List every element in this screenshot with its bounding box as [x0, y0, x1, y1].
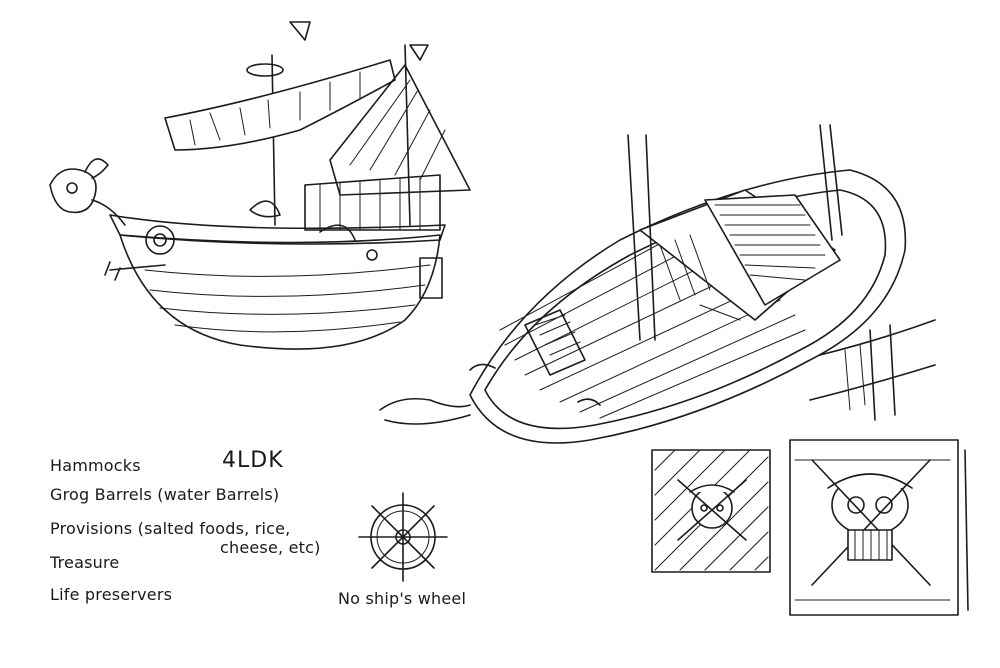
note-provisions-line2: cheese, etc)	[220, 538, 321, 557]
note-hammocks: Hammocks	[50, 456, 141, 475]
note-grog-barrels: Grog Barrels (water Barrels)	[50, 485, 280, 504]
note-treasure: Treasure	[50, 553, 120, 572]
jolly-roger-flag-small	[651, 449, 771, 573]
note-no-ships-wheel: No ship's wheel	[338, 589, 467, 608]
jolly-roger-flag-large	[789, 439, 969, 616]
ship-top-view	[379, 124, 907, 444]
note-provisions-line1: Provisions (salted foods, rice,	[50, 519, 291, 538]
ship-side-view	[49, 21, 471, 350]
note-4ldk: 4LDK	[222, 448, 284, 473]
rail-detail-sketch	[809, 319, 936, 421]
note-life-preservers: Life preservers	[50, 585, 173, 604]
ships-wheel-sketch	[358, 492, 448, 582]
